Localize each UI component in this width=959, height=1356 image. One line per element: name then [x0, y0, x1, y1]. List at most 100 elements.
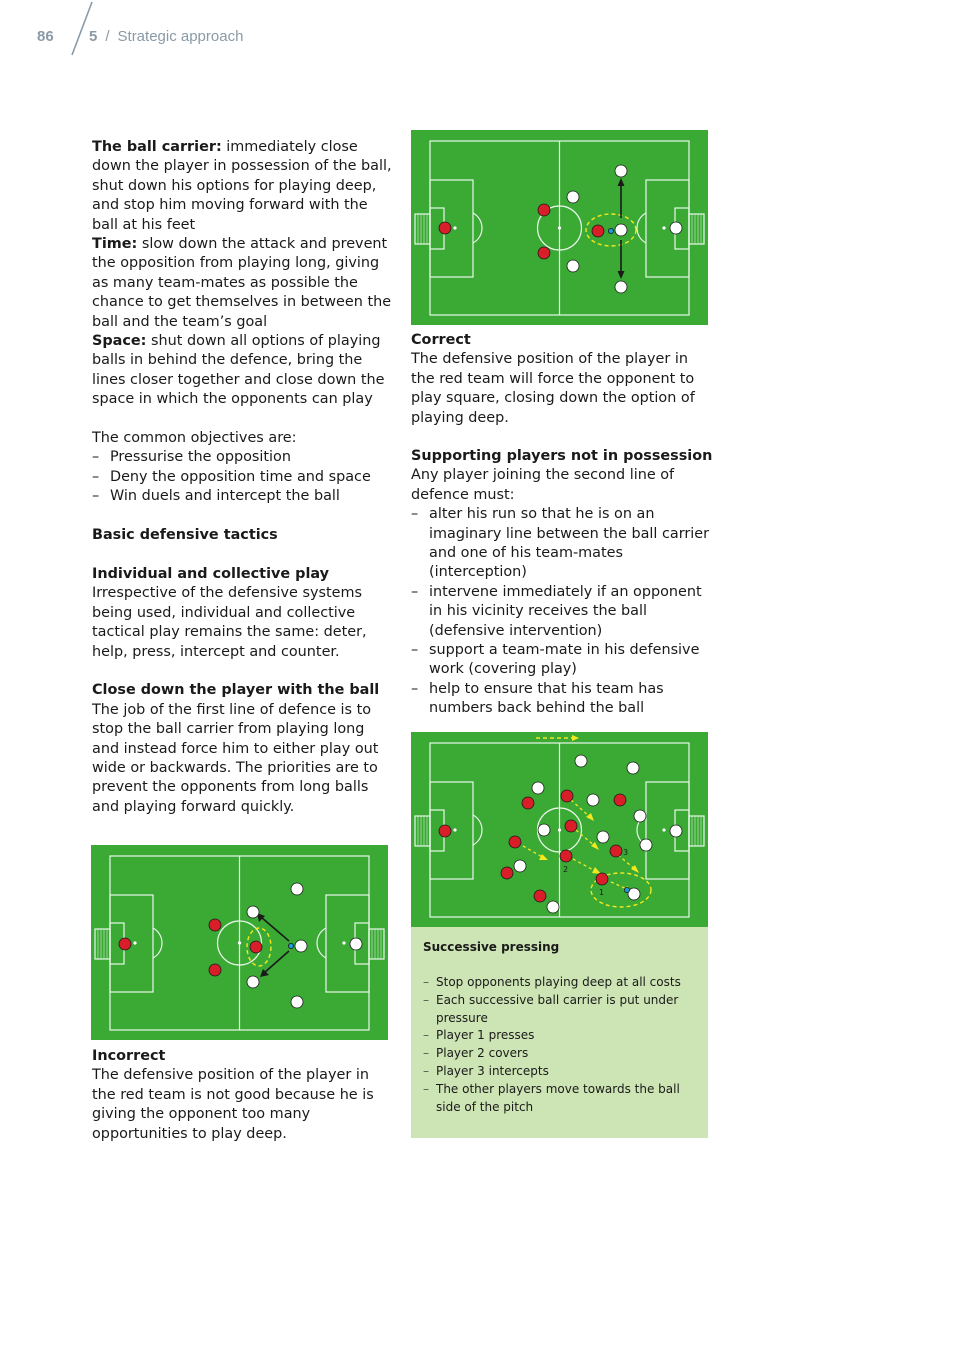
- close-down-text: The job of the first line of defence is …: [92, 701, 379, 815]
- red-player-1: [595, 872, 609, 886]
- supporting-intro: Any player joining the second line of de…: [411, 467, 675, 503]
- time-label: Time:: [92, 236, 138, 253]
- player-number-2: 2: [563, 865, 568, 874]
- time-paragraph: Time: slow down the attack and prevent t…: [92, 235, 392, 332]
- list-item: support a team-mate in his defensive wor…: [411, 641, 713, 680]
- list-item: intervene immediately if an opponent in …: [411, 583, 713, 641]
- red-player: [438, 824, 452, 838]
- pitch-correct-svg: [414, 140, 705, 316]
- list-item: alter his run so that he is on an imagin…: [411, 505, 713, 583]
- red-player: [564, 819, 578, 833]
- white-player: [537, 823, 551, 837]
- red-player: [537, 203, 551, 217]
- list-item: Player 3 intercepts: [423, 1063, 698, 1081]
- caption-correct-text: The defensive position of the player in …: [411, 351, 695, 426]
- close-down-heading: Close down the player with the ball: [92, 682, 380, 699]
- chapter-title: Strategic approach: [117, 28, 244, 45]
- list-item: help to ensure that his team has numbers…: [411, 680, 713, 719]
- red-player: [537, 246, 551, 260]
- red-player: [500, 866, 514, 880]
- white-player: [566, 190, 580, 204]
- pressing-box-list: Stop opponents playing deep at all costs…: [423, 974, 698, 1116]
- caption-incorrect: Incorrect The defensive position of the …: [92, 1047, 392, 1144]
- arrow-diagonal-up: [260, 916, 290, 942]
- pitch-diagram-correct: [411, 130, 708, 325]
- white-player: [574, 754, 588, 768]
- red-player: [533, 889, 547, 903]
- pitch-diagram-incorrect: [91, 845, 388, 1040]
- caption-incorrect-text: The defensive position of the player in …: [92, 1067, 374, 1142]
- white-player: [614, 164, 628, 178]
- white-player: [614, 280, 628, 294]
- white-player: [513, 859, 527, 873]
- red-player: [208, 963, 222, 977]
- page-number: 86: [37, 28, 54, 45]
- ball-carrier-paragraph: The ball carrier: immediately close down…: [92, 138, 392, 235]
- red-player: [118, 937, 132, 951]
- red-player: [249, 940, 263, 954]
- caption-correct-title: Correct: [411, 332, 471, 348]
- white-player: [566, 259, 580, 273]
- arrow-head: [617, 178, 625, 186]
- supporting-list: alter his run so that he is on an imagin…: [411, 505, 713, 718]
- red-player: [521, 796, 535, 810]
- red-player: [438, 221, 452, 235]
- arrow-head: [260, 969, 269, 977]
- list-item: Pressurise the opposition: [92, 448, 392, 468]
- white-player: [246, 975, 260, 989]
- ball-carrier-text: immediately close down the player in pos…: [92, 139, 392, 233]
- pitch-pressing-svg: 1 2 3: [414, 735, 705, 918]
- red-player: [508, 835, 522, 849]
- white-player: [639, 838, 653, 852]
- white-player: [246, 905, 260, 919]
- header-slash-decoration: [71, 1, 93, 56]
- list-item: Deny the opposition time and space: [92, 468, 392, 488]
- individual-heading: Individual and collective play: [92, 565, 330, 582]
- pressing-zone-ellipse: [590, 872, 652, 908]
- chapter-label: 5/Strategic approach: [89, 28, 243, 45]
- successive-pressing-box: Successive pressing Stop opponents playi…: [411, 927, 708, 1138]
- list-item: Win duels and intercept the ball: [92, 487, 392, 507]
- red-player: [591, 224, 605, 238]
- ball: [623, 886, 630, 893]
- white-player: [349, 937, 363, 951]
- list-item: Each successive ball carrier is put unde…: [423, 992, 698, 1028]
- white-player: [633, 809, 647, 823]
- supporting-heading: Supporting players not in possession: [411, 448, 713, 464]
- time-text: slow down the attack and prevent the opp…: [92, 236, 392, 330]
- pitch-diagram-successive-pressing: 1 2 3: [411, 732, 708, 927]
- chapter-number: 5: [89, 28, 98, 45]
- objectives-list: Pressurise the opposition Deny the oppos…: [92, 448, 392, 507]
- objectives-intro: The common objectives are:: [92, 430, 297, 447]
- pitch-incorrect-svg: [94, 855, 385, 1031]
- white-player: [626, 761, 640, 775]
- ball: [607, 228, 614, 235]
- white-player: [669, 221, 683, 235]
- white-player: [586, 793, 600, 807]
- list-item: Player 1 presses: [423, 1027, 698, 1045]
- red-player: [560, 789, 574, 803]
- white-player: [596, 830, 610, 844]
- white-player: [290, 882, 304, 896]
- white-player: [294, 939, 308, 953]
- page-header: 86 5/Strategic approach: [0, 0, 959, 70]
- red-player: [208, 918, 222, 932]
- arrow-head: [572, 735, 579, 741]
- space-text: shut down all options of playing balls i…: [92, 333, 385, 408]
- list-item: The other players move towards the ball …: [423, 1081, 698, 1117]
- red-player: [613, 793, 627, 807]
- arrow-head: [617, 271, 625, 279]
- red-player: [559, 849, 573, 863]
- section-heading: Basic defensive tactics: [92, 527, 278, 544]
- white-player: [546, 900, 560, 914]
- caption-incorrect-title: Incorrect: [92, 1048, 166, 1064]
- white-player: [531, 781, 545, 795]
- pressing-zone-ellipse: [246, 927, 272, 967]
- ball-carrier-label: The ball carrier:: [92, 139, 222, 155]
- white-player: [290, 995, 304, 1009]
- white-player: [669, 824, 683, 838]
- list-item: Stop opponents playing deep at all costs: [423, 974, 698, 992]
- space-label: Space:: [92, 333, 147, 350]
- arrow-diagonal-down: [263, 950, 290, 974]
- arrow-head: [257, 913, 265, 922]
